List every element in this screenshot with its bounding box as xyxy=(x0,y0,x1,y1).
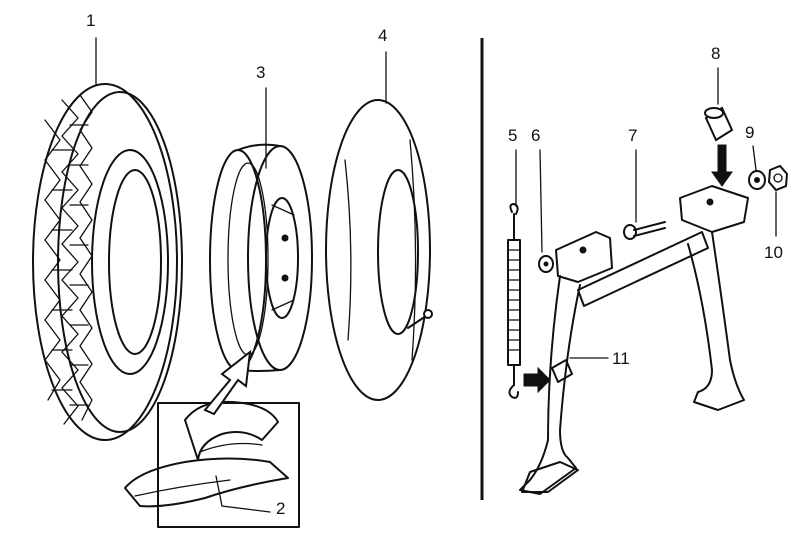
callout-6: 6 xyxy=(531,126,541,145)
leader-lines xyxy=(95,37,777,513)
callout-4: 4 xyxy=(378,26,388,45)
tube-valve xyxy=(407,309,433,329)
callout-5: 5 xyxy=(508,126,518,145)
pivot-sleeve xyxy=(704,106,734,187)
callout-9: 9 xyxy=(745,123,755,142)
centre-stand xyxy=(519,185,749,495)
callout-3: 3 xyxy=(256,63,266,82)
callout-10: 10 xyxy=(764,243,783,262)
assembly-arrow xyxy=(203,349,252,416)
washer-part-6 xyxy=(538,255,554,273)
callout-8: 8 xyxy=(711,44,721,63)
wheel-rim xyxy=(209,143,313,372)
inner-tube xyxy=(325,99,433,401)
callout-1: 1 xyxy=(86,11,96,30)
tyre xyxy=(32,83,183,441)
callout-11: 11 xyxy=(612,349,630,368)
tyre-tread-pattern xyxy=(44,94,93,425)
callout-7: 7 xyxy=(628,126,638,145)
washer-part-9 xyxy=(748,170,766,190)
return-spring xyxy=(507,203,521,399)
nut xyxy=(767,164,789,192)
rim-tape xyxy=(124,400,300,528)
pivot-bolt xyxy=(623,221,666,240)
callout-2: 2 xyxy=(276,499,286,518)
